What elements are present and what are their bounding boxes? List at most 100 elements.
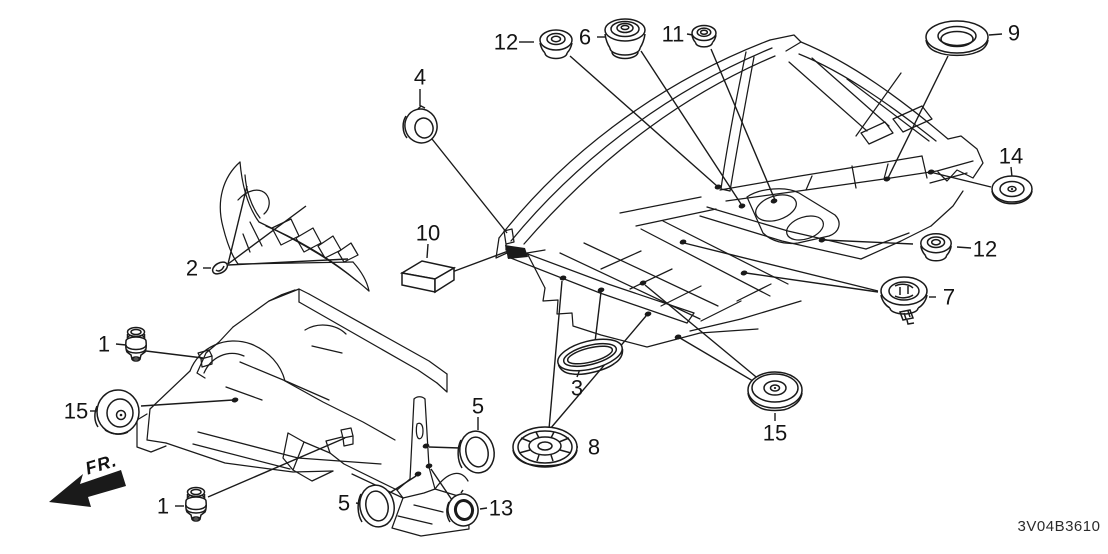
leader-line [115,343,127,346]
rocker-section-fill [505,245,528,259]
grommet-3-icon [557,338,624,376]
location-dot [414,471,422,477]
leader-line [451,249,512,273]
callout-number: 13 [489,496,513,521]
callout-number: 12 [494,30,518,55]
grommet-12-icon [539,29,573,60]
location-dot [738,203,746,209]
callout-10: 10 [399,221,512,294]
callout-number: 10 [416,221,440,246]
location-dot [679,239,687,245]
callout-13: 13 [425,463,513,527]
callout-1: 1 [98,326,204,362]
grommet-2-icon [211,261,229,275]
leader-line [988,33,1003,36]
leader-line [683,242,879,292]
grommet-15-icon [94,389,140,435]
callout-3: 3 [557,287,624,401]
callout-5: 5 [422,394,495,474]
callout-14: 14 [927,144,1033,205]
leader-line [887,55,949,179]
callout-5: 5 [338,471,422,528]
body-line-art [49,34,984,537]
location-dot [740,270,748,276]
location-dot [927,169,935,175]
callout-4: 4 [402,65,508,234]
grommet-12-icon [920,232,952,262]
leader-line [594,291,602,343]
leader-line [569,55,718,187]
callout-8: 8 [512,275,652,468]
callout-number: 15 [763,421,787,446]
location-dot [559,275,567,281]
leader-line [387,475,417,495]
leader-line [929,171,992,188]
leader-line [207,437,346,498]
callout-number: 15 [64,399,88,424]
leader-line [227,185,248,265]
callout-1: 1 [157,437,346,522]
callout-15: 15 [64,389,239,435]
leader-line [479,507,488,510]
grommet-1-icon [124,326,148,362]
callout-9: 9 [883,20,1020,182]
leader-line [431,138,508,234]
fr-arrow [49,470,126,507]
grommet-4-icon [402,105,438,144]
leader-line [548,280,563,430]
callout-number: 14 [999,144,1023,169]
part-code: 3V04B3610 [1017,518,1101,535]
leader-line [549,315,647,430]
grommet-5-icon [357,484,395,528]
location-dot [714,184,722,190]
location-dot [639,280,647,286]
callout-number: 2 [186,256,198,281]
grommet-7-icon [880,276,928,325]
callout-number: 9 [1008,21,1020,46]
location-dot [883,176,891,182]
leader-line [644,284,762,382]
grommet-11-icon [691,24,717,48]
callout-number: 6 [579,25,591,50]
leader-line [145,350,204,359]
grommet-14-icon [991,175,1033,205]
callout-15: 15 [639,280,803,446]
callout-7: 7 [679,239,955,325]
callout-12: 12 [818,232,997,262]
leader-line [640,50,742,205]
callout-number: 4 [414,65,426,90]
grommet-15-icon [747,371,803,412]
callout-6: 6 [579,18,746,209]
leader-line [227,205,307,265]
grommet-1-icon [184,486,208,522]
location-dot [644,311,652,317]
leader-line [140,399,234,407]
callout-11: 11 [662,22,778,204]
location-dot [597,287,605,293]
location-dot [425,463,433,469]
location-dot [818,237,826,243]
location-dot [674,334,682,340]
leader-line [710,48,776,201]
callout-2: 2 [186,185,349,281]
callout-number: 11 [662,22,685,47]
callout-number: 12 [973,237,997,262]
grommet-5-icon [457,430,495,474]
grommet-8-icon [512,426,578,468]
location-dot [231,397,239,403]
callout-number: 5 [472,394,484,419]
leader-line [956,246,972,249]
callout-12: 12 [494,29,722,190]
leader-line [430,468,453,501]
leader-line [745,272,879,293]
leader-line [227,258,349,266]
leader-line [426,243,429,259]
callout-number: 1 [157,494,169,519]
grommet-13-icon [446,489,479,527]
leader-line [428,446,461,449]
grommet-10-icon [399,260,457,294]
callout-number: 7 [943,285,955,310]
callout-number: 8 [588,435,600,460]
